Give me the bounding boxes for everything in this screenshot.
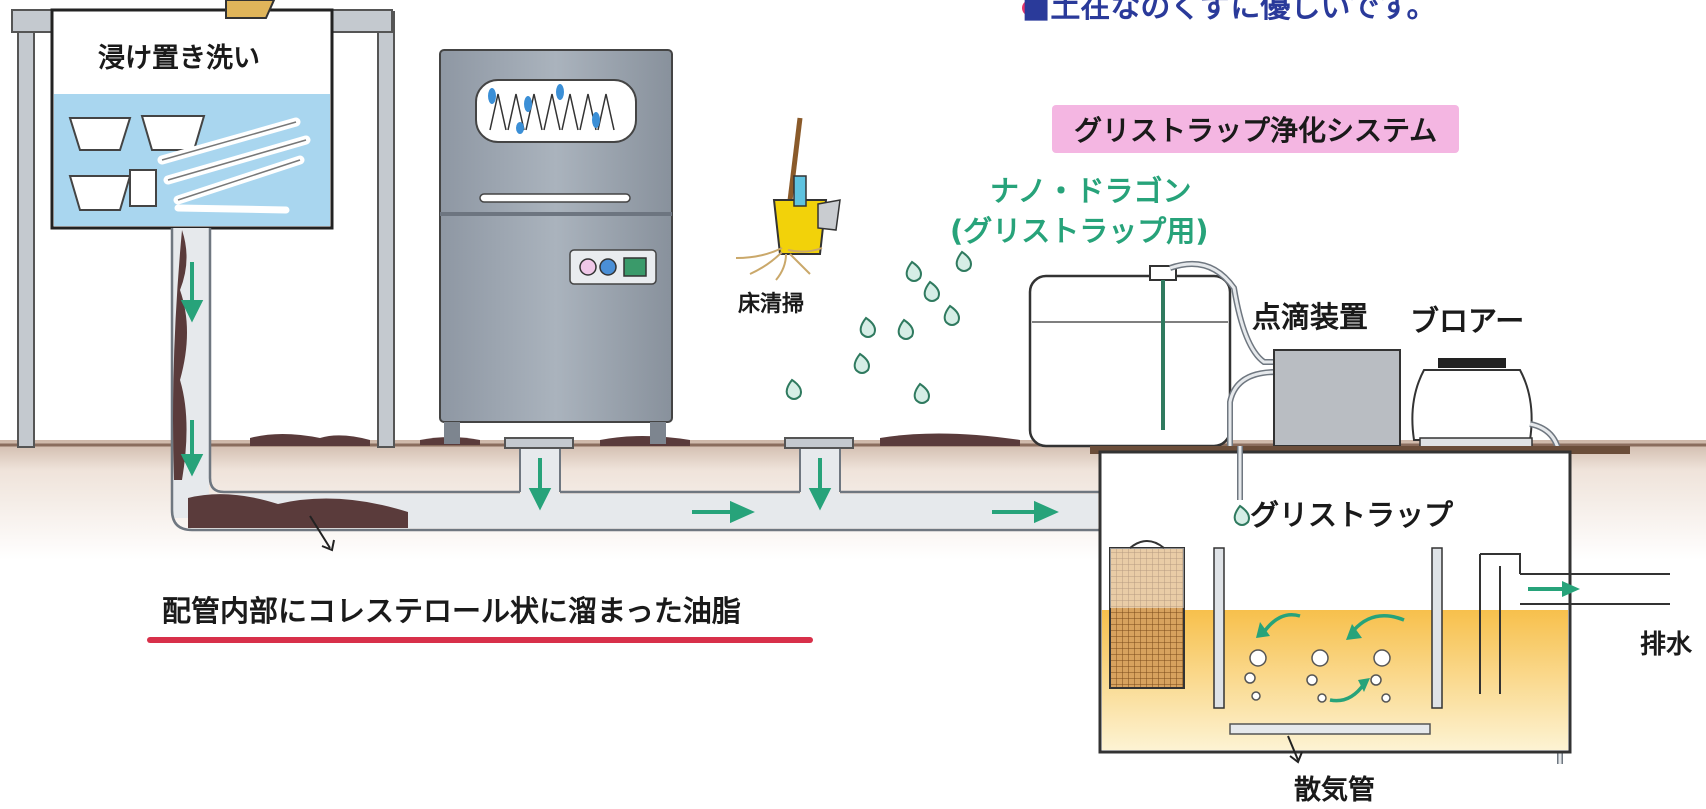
label-floor-cleaning: 床清掃 bbox=[738, 292, 805, 317]
label-blower: ブロアー bbox=[1410, 304, 1525, 338]
system-title: グリストラップ浄化システム bbox=[1052, 105, 1460, 153]
grease-pointer bbox=[309, 515, 335, 552]
nano-droplets bbox=[785, 250, 972, 404]
label-soak-wash: 浸け置き洗い bbox=[98, 43, 260, 74]
label-grease-trap: グリストラップ bbox=[1250, 498, 1454, 532]
drip-device bbox=[1273, 349, 1401, 447]
label-drain: 排水 bbox=[1640, 630, 1693, 660]
soak-sink bbox=[11, 8, 395, 448]
floor-drain-2 bbox=[784, 437, 854, 449]
drip-droplet bbox=[1233, 504, 1250, 526]
label-diffuser-pipe: 散気管 bbox=[1294, 775, 1375, 806]
top-note: ■土在なのくずに優しいです。 bbox=[1022, 0, 1437, 25]
label-nano-dragon: ナノ・ドラゴン bbox=[990, 174, 1192, 208]
label-nano-dragon-use: (グリストラップ用) bbox=[950, 214, 1209, 248]
blower bbox=[1411, 358, 1533, 449]
shelf bbox=[1090, 446, 1630, 454]
floor-drain-1 bbox=[504, 437, 574, 449]
mop-bucket bbox=[735, 117, 841, 281]
dishwasher bbox=[439, 49, 673, 444]
nano-dragon-tank bbox=[1028, 265, 1232, 448]
flow-arrows bbox=[180, 262, 1059, 524]
label-drip-device: 点滴装置 bbox=[1252, 300, 1369, 334]
grease-trap-tank bbox=[1098, 450, 1670, 764]
package-icon bbox=[225, 0, 276, 19]
label-grease-in-pipe: 配管内部にコレステロール状に溜まった油脂 bbox=[162, 594, 741, 628]
grease-deposits bbox=[173, 230, 1020, 528]
note-bullet-icon bbox=[1022, 0, 1038, 16]
